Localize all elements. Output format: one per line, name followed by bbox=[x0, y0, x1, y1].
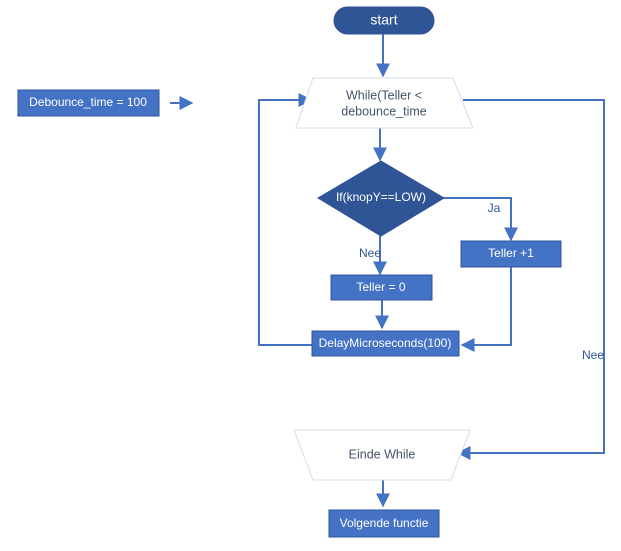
teller-reset-label: Teller = 0 bbox=[356, 280, 405, 294]
edge-delay-loop-back bbox=[258, 93, 313, 346]
while-label-line1: While(Teller < bbox=[346, 88, 422, 102]
if-decision-node: If(knopY==LOW) bbox=[317, 160, 445, 237]
next-function-label: Volgende functie bbox=[340, 516, 429, 530]
edge-label-yes: Ja bbox=[488, 201, 501, 215]
start-label: start bbox=[370, 12, 397, 28]
if-label: If(knopY==LOW) bbox=[336, 190, 426, 204]
end-while-label: Einde While bbox=[349, 447, 416, 461]
edge-while-no-to-end bbox=[456, 99, 605, 460]
next-function-node: Volgende functie bbox=[328, 509, 440, 538]
debounce-time-label: Debounce_time = 100 bbox=[29, 95, 147, 109]
while-node: While(Teller < debounce_time bbox=[295, 77, 474, 129]
while-label-line2: debounce_time bbox=[341, 104, 427, 118]
connectors bbox=[170, 34, 605, 508]
teller-increment-node: Teller +1 bbox=[460, 240, 562, 268]
edge-if-yes-to-teller-plus bbox=[440, 197, 518, 242]
teller-reset-node: Teller = 0 bbox=[330, 274, 433, 301]
teller-increment-label: Teller +1 bbox=[488, 246, 534, 260]
edge-label-no-while: Nee bbox=[582, 348, 604, 362]
delay-label: DelayMicroseconds(100) bbox=[319, 336, 452, 350]
end-while-node: Einde While bbox=[293, 429, 471, 481]
start-node: start bbox=[333, 6, 435, 35]
edge-label-no-if: Nee bbox=[359, 246, 381, 260]
delay-node: DelayMicroseconds(100) bbox=[311, 330, 460, 357]
edge-teller-plus-to-delay bbox=[460, 267, 512, 352]
debounce-time-node: Debounce_time = 100 bbox=[17, 89, 160, 117]
